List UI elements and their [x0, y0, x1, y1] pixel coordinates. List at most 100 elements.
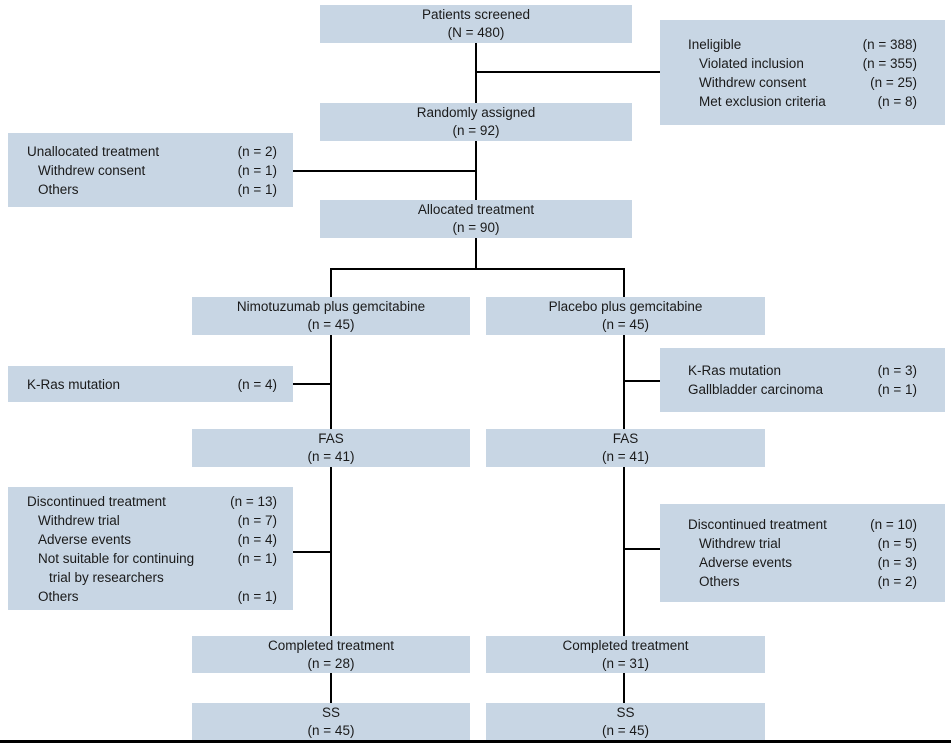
exclusion-row: Withdrew consent (n = 1)	[27, 161, 277, 180]
row-count: (n = 1)	[877, 382, 917, 397]
exclusion-row: Others (n = 1)	[27, 180, 277, 199]
row-count: (n = 4)	[237, 376, 277, 392]
row-count: (n = 388)	[862, 36, 917, 52]
figure-bottom-rule	[0, 740, 951, 743]
row-label: Unallocated treatment	[27, 143, 160, 159]
row-count: (n = 7)	[237, 512, 277, 528]
row-count: (n = 1)	[237, 588, 277, 604]
row-label: Withdrew consent	[699, 74, 807, 90]
connector-completedleft-ss	[330, 673, 332, 703]
row-label: Discontinued treatment	[688, 517, 827, 532]
connector-branch-unallocated	[293, 170, 476, 172]
row-count: (n = 4)	[237, 531, 277, 547]
exclusion-row: Others (n = 1)	[27, 587, 277, 606]
row-label: Not suitable for continuing	[38, 550, 195, 566]
exclusion-row: Discontinued treatment (n = 10)	[688, 515, 917, 534]
exclusion-row: Withdrew consent (n = 25)	[688, 73, 917, 92]
connector-branch-ineligible	[476, 71, 660, 73]
connector-branch-kras-right	[624, 380, 660, 382]
row-count: (n = 3)	[877, 363, 917, 378]
exclusion-row: Ineligible (n = 388)	[688, 35, 917, 54]
row-count: (n = 5)	[877, 536, 917, 551]
box-title: SS	[616, 704, 635, 720]
connector-branch-discontinued-left	[293, 551, 331, 553]
box-fas-left: FAS (n = 41)	[192, 429, 470, 467]
connector-fasleft-completed	[330, 467, 332, 636]
box-count: (n = 45)	[602, 722, 649, 738]
row-label: Withdrew consent	[38, 162, 146, 178]
row-count: (n = 8)	[877, 93, 917, 109]
row-count: (n = 2)	[877, 574, 917, 589]
box-ss-left: SS (n = 45)	[192, 703, 470, 740]
connector-allocated-split	[475, 238, 477, 268]
row-label: Others	[38, 588, 79, 604]
row-label: Discontinued treatment	[27, 493, 166, 509]
row-count: (n = 1)	[237, 162, 277, 178]
row-label: Withdrew trial	[699, 536, 781, 551]
row-count: (n = 10)	[870, 517, 917, 532]
exclusion-row: Adverse events (n = 3)	[688, 553, 917, 572]
exclusion-row: Discontinued treatment (n = 13)	[27, 492, 277, 511]
connector-split-arm-left	[330, 268, 332, 297]
exclusion-row: Met exclusion criteria (n = 8)	[688, 92, 917, 111]
connector-completedright-ss	[623, 673, 625, 703]
box-count: (n = 41)	[602, 449, 649, 464]
exclusion-row: trial by researchers	[27, 568, 277, 587]
box-count: (n = 28)	[307, 655, 355, 671]
box-fas-right: FAS (n = 41)	[486, 429, 765, 467]
connector-fasright-completed	[623, 467, 625, 636]
connector-split-arm-right	[623, 268, 625, 297]
row-count: (n = 13)	[230, 493, 277, 509]
connector-split-horizontal	[330, 268, 625, 270]
box-randomly-assigned: Randomly assigned (n = 92)	[320, 103, 632, 141]
connector-randomized-allocated	[475, 141, 477, 200]
box-title: Completed treatment	[562, 637, 689, 653]
box-title: FAS	[318, 431, 344, 446]
connector-branch-kras-left	[293, 383, 331, 385]
row-label: K-Ras mutation	[27, 376, 121, 392]
box-title: SS	[321, 704, 340, 720]
exclusion-row: Withdrew trial (n = 5)	[688, 534, 917, 553]
box-completed-left: Completed treatment (n = 28)	[192, 636, 470, 673]
row-label: Withdrew trial	[38, 512, 120, 528]
box-title: FAS	[612, 431, 639, 446]
box-arm-placebo: Placebo plus gemcitabine (n = 45)	[486, 297, 765, 335]
box-discontinued-left: Discontinued treatment (n = 13) Withdrew…	[8, 487, 293, 610]
box-patients-screened: Patients screened (N = 480)	[320, 5, 632, 43]
row-count: (n = 355)	[862, 55, 917, 71]
exclusion-row: Violated inclusion (n = 355)	[688, 54, 917, 73]
exclusion-row: Adverse events (n = 4)	[27, 530, 277, 549]
box-kras-right: K-Ras mutation (n = 3) Gallbladder carci…	[660, 348, 945, 412]
row-count: (n = 25)	[870, 74, 917, 90]
row-label: trial by researchers	[49, 569, 164, 585]
row-label: Others	[38, 181, 79, 197]
row-count: (n = 1)	[237, 181, 277, 197]
row-count: (n = 1)	[237, 550, 277, 566]
box-title: Allocated treatment	[417, 202, 535, 217]
box-count: (n = 45)	[307, 317, 355, 332]
box-arm-nimotuzumab: Nimotuzumab plus gemcitabine (n = 45)	[192, 297, 470, 335]
box-count: (n = 45)	[602, 317, 649, 332]
connector-screened-randomized	[475, 43, 477, 103]
row-label: Adverse events	[699, 555, 793, 570]
connector-armleft-fas	[330, 335, 332, 429]
row-count: (n = 2)	[237, 143, 277, 159]
exclusion-row: K-Ras mutation (n = 4)	[27, 375, 277, 394]
box-count: (n = 45)	[307, 722, 355, 738]
exclusion-row: Withdrew trial (n = 7)	[27, 511, 277, 530]
box-allocated-treatment: Allocated treatment (n = 90)	[320, 200, 632, 238]
box-title: Completed treatment	[267, 637, 395, 653]
box-count: (n = 41)	[307, 449, 355, 464]
box-title: Placebo plus gemcitabine	[548, 299, 703, 314]
exclusion-row: K-Ras mutation (n = 3)	[688, 361, 917, 380]
box-count: (n = 90)	[452, 220, 500, 235]
box-title: Patients screened	[421, 7, 531, 22]
exclusion-row: Unallocated treatment (n = 2)	[27, 142, 277, 161]
box-completed-right: Completed treatment (n = 31)	[486, 636, 765, 673]
row-label: K-Ras mutation	[688, 363, 782, 378]
box-discontinued-right: Discontinued treatment (n = 10) Withdrew…	[660, 504, 945, 602]
box-title: Nimotuzumab plus gemcitabine	[236, 299, 426, 314]
row-count: (n = 3)	[877, 555, 917, 570]
row-label: Met exclusion criteria	[699, 93, 826, 109]
